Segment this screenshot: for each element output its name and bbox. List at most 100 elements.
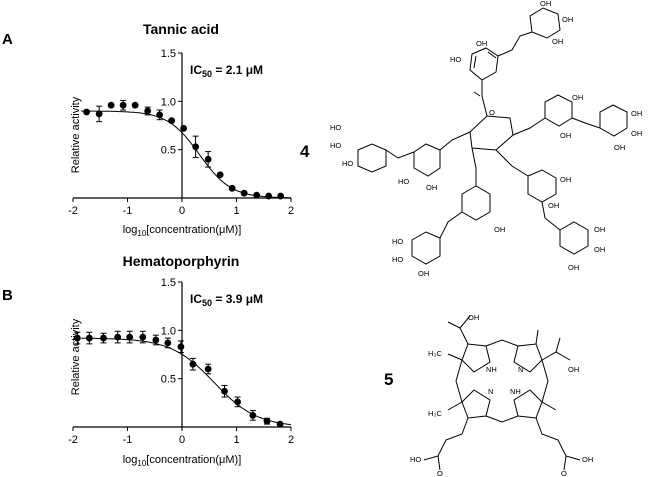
data-point: [240, 189, 248, 197]
pyrrole-bottom-left: [461, 389, 491, 419]
oh-label: OH: [476, 39, 487, 48]
x-tick-label: 0: [179, 205, 185, 217]
substituent-left-top: [447, 353, 463, 361]
x-tick-label: 1: [233, 205, 239, 217]
data-point: [156, 111, 164, 119]
panel-b-letter: B: [2, 287, 13, 304]
gallate-bottom-right2-ring: [559, 221, 589, 255]
y-tick-label: 1.0: [161, 96, 176, 108]
ho-label: HO: [342, 159, 353, 168]
x-tick-label: -2: [68, 434, 78, 446]
gallate-left2-ring: [357, 143, 387, 173]
oh-label: OH: [552, 37, 563, 46]
ho-label: HO: [450, 55, 461, 64]
data-point: [216, 171, 224, 179]
data-point: [180, 124, 188, 132]
chart-b-xlabel: log10[concentration(μM)]: [123, 454, 242, 468]
data-point: [192, 143, 200, 151]
gallate-top-ring: [469, 47, 499, 81]
gallate-right2-ring: [599, 104, 628, 137]
ho-label: HO: [392, 255, 403, 264]
data-point: [204, 155, 212, 163]
data-point: [234, 398, 241, 406]
x-tick-label: 0: [179, 434, 185, 446]
chart-a-ylabel: Relative activity: [70, 96, 82, 173]
propionic-left: [423, 417, 469, 471]
compound-4-structure: O: [357, 7, 628, 265]
y-tick-label: 0.5: [161, 374, 176, 386]
data-point: [277, 192, 285, 200]
compound-4-number: 4: [300, 142, 310, 161]
oh-label: OH: [582, 455, 593, 464]
oh-label: OH: [572, 93, 583, 102]
x-tick-label: 1: [233, 434, 239, 446]
meso-bridges: [455, 339, 549, 423]
data-point: [100, 334, 107, 342]
oh-label: OH: [614, 143, 625, 152]
data-point: [276, 420, 284, 428]
y-tick-label: 0.5: [161, 145, 176, 157]
data-point: [249, 412, 257, 419]
y-tick-label: 1.5: [161, 48, 176, 60]
data-point: [107, 101, 115, 109]
ester-bottom-right: [495, 149, 529, 177]
substituent-right: [541, 337, 571, 361]
data-point: [83, 108, 91, 116]
substituent-top-right: [535, 329, 539, 345]
pyrrole-top-left: [461, 343, 491, 373]
ho-label: HO: [330, 141, 341, 150]
oh-label: OH: [540, 0, 551, 8]
compound-5-structure: [423, 315, 581, 471]
ester-top2: [497, 31, 533, 57]
fit-curve: [81, 110, 291, 199]
nh-label: NH: [510, 387, 521, 396]
nh-label: NH: [486, 365, 497, 374]
ester-right2: [571, 117, 601, 129]
data-point: [204, 365, 212, 373]
oh-label: OH: [548, 201, 559, 210]
data-point: [189, 360, 197, 368]
data-point: [139, 333, 147, 341]
o-label: O: [437, 469, 443, 477]
oh-label: OH: [562, 15, 573, 24]
substituent-left-bottom: [447, 401, 463, 411]
panel-a-letter: A: [2, 31, 13, 48]
gallate-left-ring: [413, 143, 441, 177]
o-label: O: [561, 469, 567, 477]
ester-left2: [385, 149, 415, 159]
ester-left: [439, 131, 471, 151]
gallate-right-ring: [544, 94, 573, 127]
data-point: [119, 101, 127, 109]
x-tick-label: 2: [288, 434, 294, 446]
ester-bottom-left2: [439, 211, 463, 239]
oh-label: OH: [426, 183, 437, 192]
oh-label: OH: [560, 131, 571, 140]
oh-label: OH: [568, 365, 579, 374]
pyrrole-bottom-right: [513, 389, 543, 419]
data-point: [85, 334, 93, 342]
compound-5-number: 5: [384, 370, 393, 389]
ester-bottom-left: [471, 147, 477, 186]
x-tick-label: -2: [68, 205, 78, 217]
compound-4-atom-labels: OH OH OH OH HO OH OH OH OH OH HO HO HO H…: [330, 0, 642, 278]
oh-label: OH: [594, 245, 605, 254]
x-tick-label: 2: [288, 205, 294, 217]
oh-label: OH: [631, 129, 642, 138]
oh-label: OH: [418, 269, 429, 278]
data-point: [73, 334, 81, 342]
oh-label: OH: [560, 175, 571, 184]
pyrrole-top-right: [513, 343, 543, 373]
data-point: [221, 387, 228, 395]
ho-label: HO: [330, 123, 341, 132]
oh-label: OH: [468, 313, 479, 322]
ester-right: [512, 117, 546, 136]
chart-b-title: Hematoporphyrin: [123, 253, 240, 269]
data-point: [95, 110, 103, 118]
y-tick-label: 1.5: [161, 277, 176, 289]
gallate-bottom-left-ring: [461, 185, 491, 221]
chart-a-title: Tannic acid: [143, 21, 219, 37]
data-point: [253, 191, 261, 199]
